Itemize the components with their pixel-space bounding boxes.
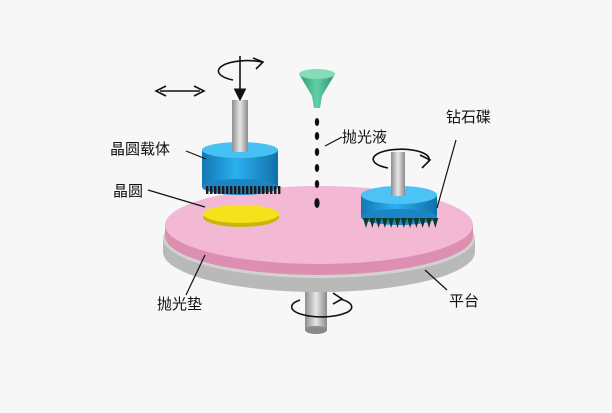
- label-wafer-carrier: 晶圆载体: [110, 140, 171, 158]
- horizontal-motion-arrow: [154, 85, 206, 97]
- carrier-tooth: [270, 186, 273, 194]
- carrier-tooth: [234, 186, 237, 194]
- carrier-teeth: [206, 186, 281, 194]
- carrier-tooth: [226, 186, 229, 194]
- diamond-spike: [388, 218, 395, 228]
- label-diamond-disc: 钻石碟: [446, 108, 492, 126]
- diamond-spike: [413, 218, 420, 228]
- diamond-spike: [381, 218, 388, 228]
- carrier-tooth: [254, 186, 257, 194]
- carrier-tooth: [206, 186, 209, 194]
- diamond-disc: [361, 152, 439, 228]
- diamond-spike: [375, 218, 382, 228]
- disc-rotation-arrow: [372, 148, 432, 169]
- carrier-tooth: [222, 186, 225, 194]
- carrier-tooth: [230, 186, 233, 194]
- label-platen: 平台: [449, 292, 480, 310]
- diamond-spike: [419, 218, 426, 228]
- diamond-spike: [400, 218, 407, 228]
- carrier-tooth: [250, 186, 253, 194]
- carrier-tooth: [262, 186, 265, 194]
- diamond-spike: [363, 218, 369, 228]
- label-polishing-pad: 抛光垫: [157, 295, 203, 313]
- carrier-tooth: [218, 186, 221, 194]
- diamond-spike: [369, 218, 376, 228]
- carrier-tooth: [210, 186, 213, 194]
- carrier-tooth: [214, 186, 217, 194]
- carrier-tooth: [278, 186, 281, 194]
- carrier-tooth: [238, 186, 241, 194]
- diamond-spike: [432, 218, 439, 228]
- slurry-drops: [314, 118, 320, 208]
- slurry-nozzle: [299, 69, 335, 108]
- carrier-tooth: [242, 186, 245, 194]
- wafer: [203, 205, 279, 227]
- diamond-spike: [426, 218, 432, 228]
- label-polishing-slurry: 抛光液: [342, 128, 388, 146]
- carrier-tooth: [274, 186, 277, 194]
- diamond-spike: [407, 218, 414, 228]
- diamond-spikes: [363, 218, 439, 228]
- wafer-carrier: [202, 100, 281, 195]
- carrier-rotation-arrow: [217, 56, 265, 102]
- label-wafer: 晶圆: [113, 182, 144, 200]
- carrier-tooth: [246, 186, 249, 194]
- carrier-tooth: [266, 186, 269, 194]
- carrier-tooth: [258, 186, 261, 194]
- leader-lines: [147, 136, 457, 296]
- platen-rotation-arrow: [290, 292, 353, 318]
- diamond-spike: [394, 218, 401, 228]
